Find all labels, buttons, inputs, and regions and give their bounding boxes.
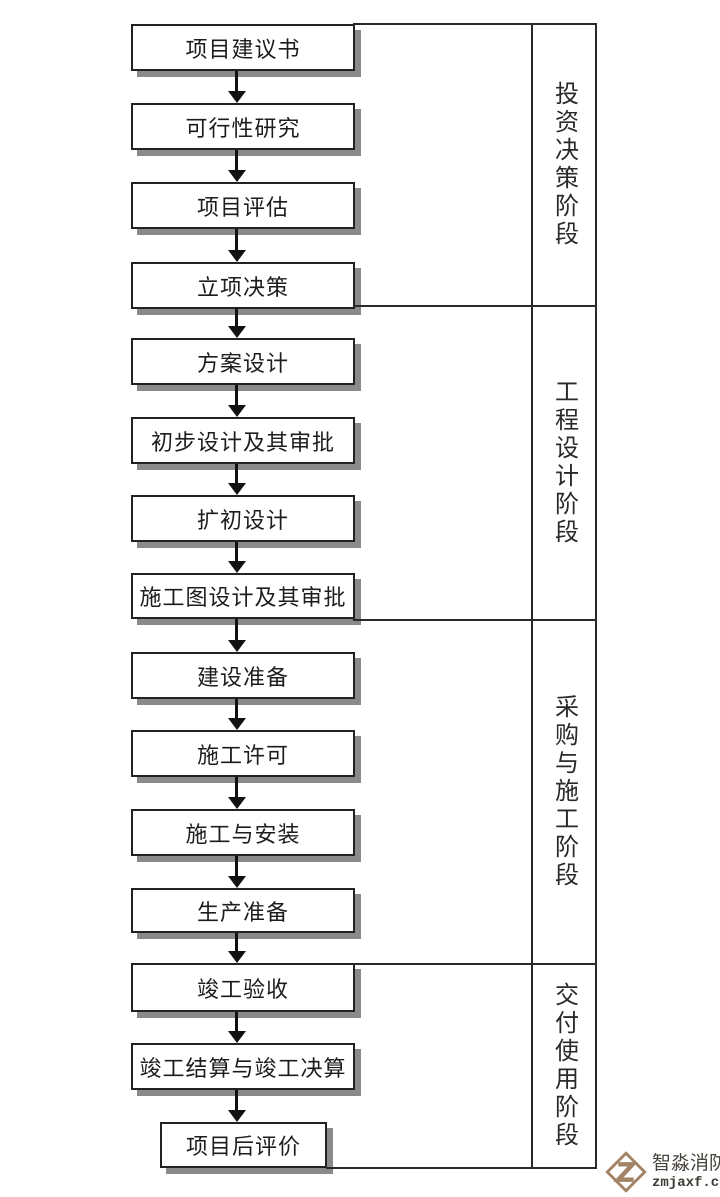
flow-box-label: 生产准备 <box>196 899 289 925</box>
phase-label: 工程设计阶段 <box>550 379 577 547</box>
arrow-stem <box>235 150 238 172</box>
arrow-down-icon <box>228 856 246 888</box>
flow-box-project-evaluation: 项目评估 <box>131 182 355 229</box>
arrow-head <box>228 876 246 888</box>
site-logo-name: 智淼消防 <box>652 1153 720 1174</box>
flow-box-completion-settlement-final-accounts: 竣工结算与竣工决算 <box>131 1043 355 1090</box>
phase-cell-investment-decision: 投资决策阶段 <box>531 25 597 305</box>
arrow-down-icon <box>228 1090 246 1122</box>
flow-box-construction-preparation: 建设准备 <box>131 652 355 699</box>
arrow-stem <box>235 71 238 93</box>
flow-box-production-preparation: 生产准备 <box>131 888 355 933</box>
flow-box-label: 竣工结算与竣工决算 <box>139 1055 347 1081</box>
flow-box-scheme-design: 方案设计 <box>131 338 355 385</box>
arrow-stem <box>235 1090 238 1112</box>
flow-box-label: 初步设计及其审批 <box>150 429 335 455</box>
phase-boundary-line-bottom <box>326 1167 597 1169</box>
flow-box-label: 扩初设计 <box>196 507 289 533</box>
flow-box-post-project-evaluation: 项目后评价 <box>160 1122 327 1168</box>
flow-box-label: 项目建议书 <box>185 36 301 62</box>
phase-label: 交付使用阶段 <box>550 982 577 1150</box>
arrow-head <box>228 1031 246 1043</box>
site-logo: 智淼消防 zmjaxf.com <box>604 1150 720 1194</box>
flow-box-label: 立项决策 <box>196 274 289 300</box>
flow-box-label: 可行性研究 <box>185 115 301 141</box>
arrow-head <box>228 170 246 182</box>
phase-column-right-rail <box>595 23 597 1169</box>
phase-cell-procurement-construction: 采购与施工阶段 <box>531 621 597 963</box>
arrow-head <box>228 640 246 652</box>
arrow-down-icon <box>228 619 246 652</box>
arrow-down-icon <box>228 385 246 417</box>
arrow-head <box>228 483 246 495</box>
flow-box-label: 建设准备 <box>196 664 289 690</box>
flow-box-construction-installation: 施工与安装 <box>131 809 355 856</box>
flow-box-label: 项目评估 <box>196 194 289 220</box>
arrow-head <box>228 326 246 338</box>
arrow-head <box>228 797 246 809</box>
flow-box-label: 施工与安装 <box>185 821 301 847</box>
flow-box-construction-permit: 施工许可 <box>131 730 355 777</box>
flow-box-label: 竣工验收 <box>196 976 289 1002</box>
arrow-down-icon <box>228 150 246 182</box>
flow-box-label: 施工许可 <box>196 742 289 768</box>
flow-box-label: 项目后评价 <box>185 1134 301 1159</box>
arrow-head <box>228 951 246 963</box>
flow-box-project-proposal: 项目建议书 <box>131 24 355 71</box>
phase-cell-engineering-design: 工程设计阶段 <box>531 307 597 619</box>
phase-boundary-line-3 <box>353 963 597 965</box>
arrow-down-icon <box>228 699 246 730</box>
arrow-down-icon <box>228 1012 246 1043</box>
arrow-stem <box>235 856 238 878</box>
arrow-down-icon <box>228 308 246 338</box>
arrow-head <box>228 91 246 103</box>
flow-box-preliminary-design-approval: 初步设计及其审批 <box>131 417 355 464</box>
phase-boundary-line-2 <box>353 619 597 621</box>
arrow-stem <box>235 464 238 485</box>
phase-boundary-line-top <box>353 23 597 25</box>
flow-box-completion-acceptance: 竣工验收 <box>131 963 355 1012</box>
flow-box-project-approval-decision: 立项决策 <box>131 262 355 309</box>
site-logo-url: zmjaxf.com <box>652 1175 720 1191</box>
zhimiao-diamond-z-icon <box>605 1151 647 1193</box>
arrow-stem <box>235 777 238 799</box>
flow-box-feasibility-study: 可行性研究 <box>131 103 355 150</box>
arrow-stem <box>235 933 238 953</box>
arrow-stem <box>235 699 238 720</box>
phase-boundary-line-1 <box>353 305 597 307</box>
phase-cell-delivery-use: 交付使用阶段 <box>531 965 597 1167</box>
phase-label: 投资决策阶段 <box>550 81 577 249</box>
arrow-stem <box>235 385 238 407</box>
arrow-down-icon <box>228 229 246 262</box>
arrow-down-icon <box>228 777 246 809</box>
arrow-down-icon <box>228 542 246 573</box>
site-logo-text: 智淼消防 zmjaxf.com <box>652 1153 720 1191</box>
phase-column-left-rail <box>531 23 533 1169</box>
arrow-head <box>228 405 246 417</box>
arrow-down-icon <box>228 464 246 495</box>
arrow-stem <box>235 542 238 563</box>
arrow-down-icon <box>228 933 246 963</box>
flow-box-label: 方案设计 <box>196 350 289 376</box>
arrow-stem <box>235 308 238 328</box>
arrow-stem <box>235 1012 238 1033</box>
arrow-down-icon <box>228 71 246 103</box>
flow-box-construction-drawing-design-approval: 施工图设计及其审批 <box>131 573 355 619</box>
arrow-head <box>228 561 246 573</box>
phase-label: 采购与施工阶段 <box>550 694 577 890</box>
arrow-stem <box>235 229 238 252</box>
arrow-stem <box>235 619 238 642</box>
flow-box-label: 施工图设计及其审批 <box>139 585 347 610</box>
arrow-head <box>228 718 246 730</box>
arrow-head <box>228 1110 246 1122</box>
flow-box-expanded-preliminary-design: 扩初设计 <box>131 495 355 542</box>
arrow-head <box>228 250 246 262</box>
